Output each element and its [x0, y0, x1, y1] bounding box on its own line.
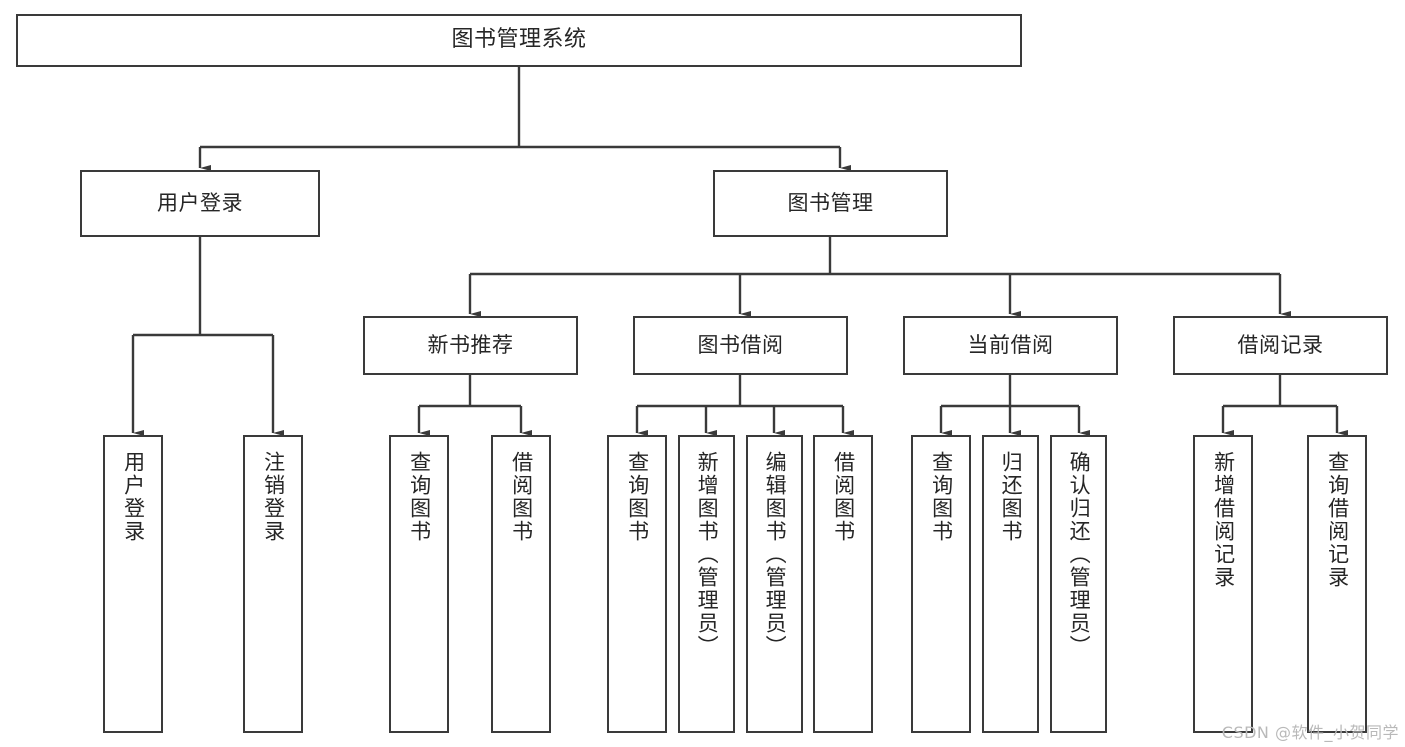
node-label: 编辑图书（管理员） — [763, 451, 788, 658]
node-label: 借阅图书 — [509, 451, 534, 543]
leaf-book-borrow-query-book[interactable]: 查询图书 — [607, 435, 667, 733]
node-label: 用户登录 — [157, 190, 243, 215]
node-label: 图书借阅 — [697, 332, 784, 357]
node-label: 查询借阅记录 — [1325, 451, 1350, 589]
leaf-new-book-query-book[interactable]: 查询图书 — [389, 435, 449, 733]
csdn-watermark: CSDN @软件_小贺同学 — [1221, 723, 1399, 742]
node-new-book-recommend[interactable]: 新书推荐 — [363, 316, 578, 375]
node-book-management[interactable]: 图书管理 — [713, 170, 948, 237]
leaf-current-borrow-confirm-return-admin[interactable]: 确认归还（管理员） — [1050, 435, 1107, 733]
leaf-new-book-borrow-book[interactable]: 借阅图书 — [491, 435, 551, 733]
node-borrow-record[interactable]: 借阅记录 — [1173, 316, 1388, 375]
node-label: 当前借阅 — [967, 332, 1054, 357]
leaf-borrow-record-query-record[interactable]: 查询借阅记录 — [1307, 435, 1367, 733]
leaf-book-borrow-add-book-admin[interactable]: 新增图书（管理员） — [678, 435, 735, 733]
leaf-borrow-record-add-record[interactable]: 新增借阅记录 — [1193, 435, 1253, 733]
leaf-current-borrow-query-book[interactable]: 查询图书 — [911, 435, 971, 733]
node-label: 注销登录 — [261, 451, 286, 543]
node-label: 归还图书 — [999, 451, 1024, 543]
leaf-user-login-login[interactable]: 用户登录 — [103, 435, 163, 733]
leaf-book-borrow-edit-book-admin[interactable]: 编辑图书（管理员） — [746, 435, 803, 733]
node-label: 确认归还（管理员） — [1067, 451, 1092, 658]
node-label: 查询图书 — [625, 451, 650, 543]
node-label: 用户登录 — [121, 451, 146, 543]
node-label: 借阅图书 — [831, 451, 856, 543]
node-label: 借阅记录 — [1237, 332, 1324, 357]
node-current-borrow[interactable]: 当前借阅 — [903, 316, 1118, 375]
node-label: 图书管理系统 — [451, 27, 587, 53]
node-book-borrow[interactable]: 图书借阅 — [633, 316, 848, 375]
node-label: 查询图书 — [407, 451, 432, 543]
node-label: 新增借阅记录 — [1211, 451, 1236, 589]
node-label: 图书管理 — [787, 190, 874, 215]
node-root-book-management-system[interactable]: 图书管理系统 — [16, 14, 1022, 67]
node-user-login[interactable]: 用户登录 — [80, 170, 320, 237]
leaf-current-borrow-return-book[interactable]: 归还图书 — [982, 435, 1039, 733]
node-label: 查询图书 — [929, 451, 954, 543]
leaf-user-login-logout[interactable]: 注销登录 — [243, 435, 303, 733]
leaf-book-borrow-borrow-book[interactable]: 借阅图书 — [813, 435, 873, 733]
node-label: 新书推荐 — [427, 332, 514, 357]
node-label: 新增图书（管理员） — [695, 451, 720, 658]
